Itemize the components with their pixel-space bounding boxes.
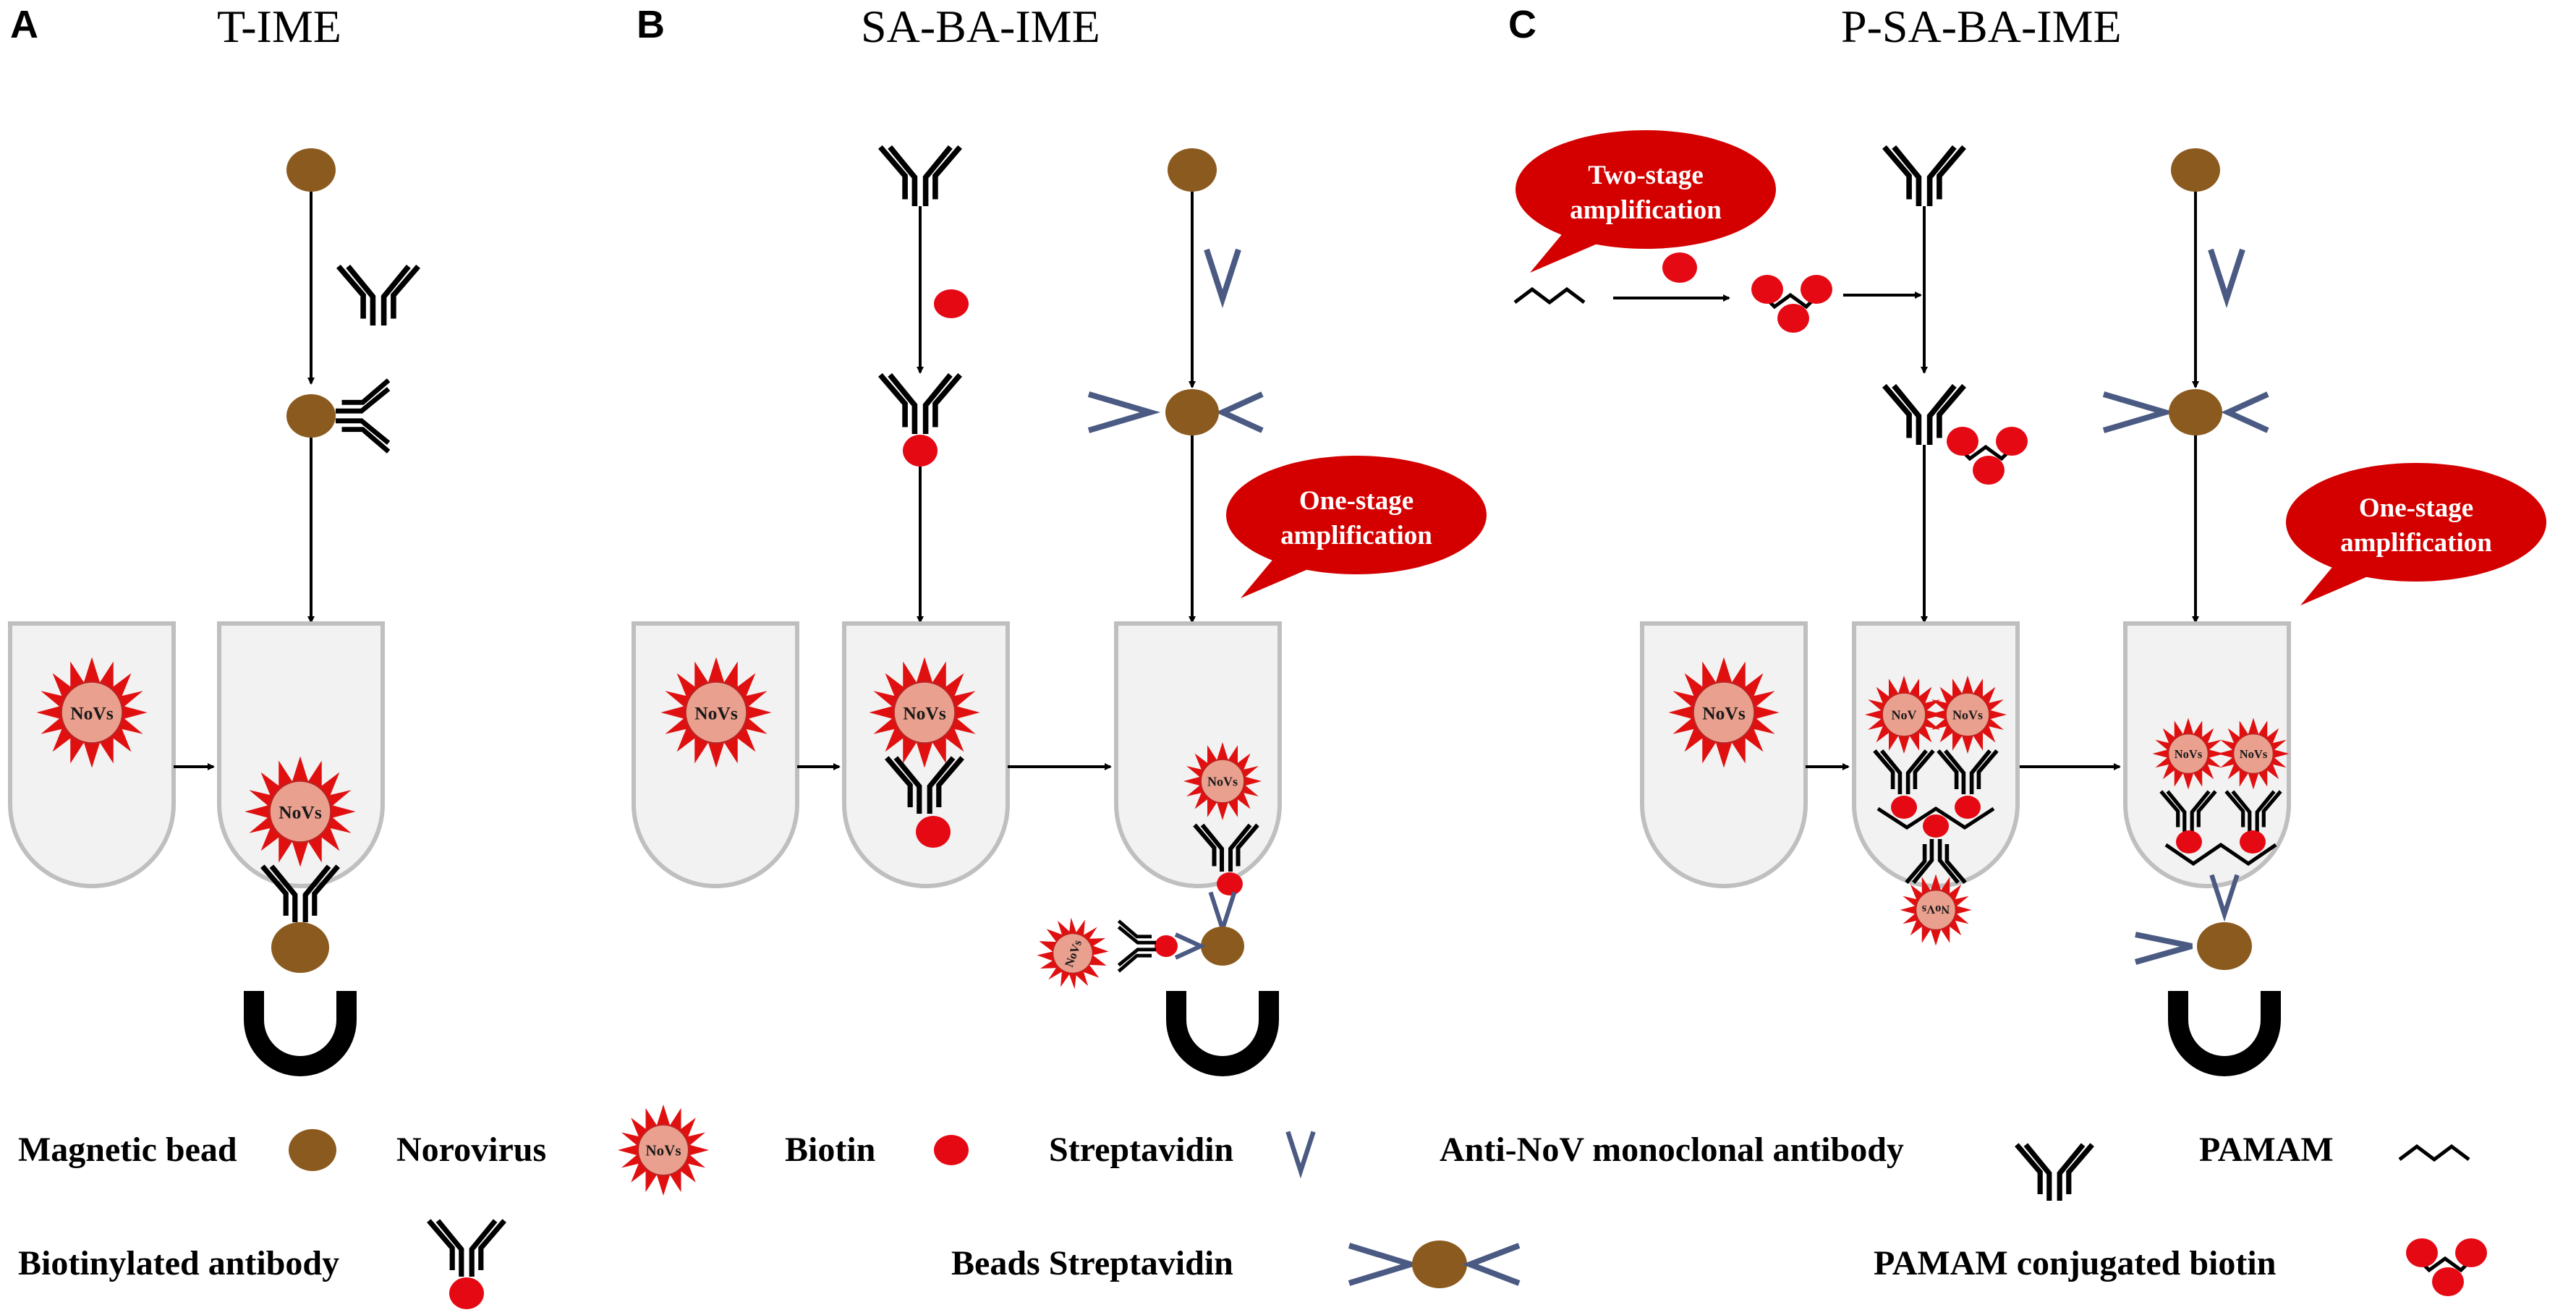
biotin-icon — [1155, 935, 1178, 957]
streptavidin-icon — [1215, 391, 1264, 433]
magnet-icon — [244, 991, 357, 1076]
panel-c: Two-stage amplification — [1515, 130, 2546, 1076]
legend-pamam-biotin-label: PAMAM conjugated biotin — [1874, 1244, 2276, 1282]
magnetic-bead-icon — [271, 922, 329, 973]
bubble-line-2: amplification — [1570, 195, 1722, 225]
norovirus-label: NoVs — [279, 801, 322, 822]
anti-nov-antibody-icon — [2017, 1145, 2092, 1201]
magnetic-bead-icon — [1412, 1240, 1467, 1288]
bubble-line-2: amplification — [1280, 521, 1432, 550]
biotinylated-antibody-icon — [880, 375, 960, 434]
pamam-biotin-icon — [1876, 796, 1995, 838]
antibody-icon — [1884, 147, 1964, 206]
streptavidin-icon — [1087, 391, 1161, 433]
test-tube — [1116, 624, 1280, 886]
streptavidin-icon — [1211, 893, 1235, 929]
magnet-icon — [2168, 991, 2281, 1076]
pamam-biotin-icon — [2406, 1238, 2487, 1296]
legend-anti-nov-label: Anti-NoV monoclonal antibody — [1440, 1131, 1904, 1169]
panel-b: One-stage amplification NoVs NoVs NoVs — [634, 147, 1487, 1076]
antibody-icon — [336, 380, 388, 452]
magnet-icon — [1166, 991, 1279, 1076]
legend-magnetic-bead-label: Magnetic bead — [18, 1131, 237, 1169]
antibody-icon — [339, 266, 418, 325]
streptavidin-icon — [2211, 250, 2243, 299]
magnetic-bead-icon — [289, 1129, 336, 1171]
streptavidin-icon — [2134, 932, 2193, 965]
streptavidin-icon — [1348, 1243, 1421, 1286]
panel-b-title: SA-BA-IME — [861, 1, 1100, 52]
norovirus-label: NoVs — [903, 702, 946, 723]
biotin-icon — [449, 1277, 484, 1309]
legend: Magnetic bead Norovirus NoVs Biotin Stre… — [18, 1103, 2487, 1309]
streptavidin-icon — [1174, 932, 1207, 960]
biotin-icon — [903, 435, 938, 467]
panel-c-letter: C — [1508, 3, 1536, 46]
biotinylated-antibody-icon — [1118, 921, 1156, 971]
magnetic-bead-icon — [2169, 389, 2222, 435]
legend-biotin-label: Biotin — [785, 1131, 875, 1169]
streptavidin-icon — [1461, 1243, 1521, 1286]
biotin-icon — [934, 1135, 969, 1165]
pamam-biotin-icon — [1751, 275, 1832, 333]
bubble-line-2: amplification — [2340, 528, 2492, 558]
bubble-line-1: One-stage — [2359, 493, 2473, 523]
panel-a-letter: A — [10, 3, 38, 46]
bubble-line-1: One-stage — [1299, 486, 1414, 516]
magnetic-bead-icon — [2197, 922, 2252, 970]
norovirus-label: NoVs — [1952, 708, 1983, 723]
norovirus-label: NoVs — [694, 702, 738, 723]
norovirus-label: NoVs — [1702, 702, 1746, 723]
norovirus-label: NoVs — [2175, 747, 2203, 761]
one-stage-bubble: One-stage amplification — [2286, 463, 2546, 605]
biotin-icon — [1217, 872, 1243, 895]
panel-b-letter: B — [637, 3, 665, 46]
panel-c-title: P-SA-BA-IME — [1841, 1, 2122, 52]
streptavidin-icon — [2221, 391, 2269, 433]
one-stage-bubble: One-stage amplification — [1226, 456, 1487, 598]
magnetic-bead-icon — [2171, 148, 2220, 192]
norovirus-label: NoVs — [645, 1142, 681, 1159]
biotin-icon — [934, 289, 969, 318]
biotin-icon — [1662, 252, 1697, 283]
pamam-icon — [2399, 1146, 2469, 1159]
norovirus-label: NoVs — [70, 702, 114, 723]
legend-norovirus-label: Norovirus — [396, 1131, 546, 1169]
norovirus-label: NoV — [1892, 708, 1917, 723]
pamam-biotin-icon — [1947, 427, 2028, 485]
streptavidin-icon — [2102, 391, 2176, 433]
magnetic-bead-icon — [1168, 148, 1217, 192]
streptavidin-icon — [1288, 1132, 1313, 1171]
bubble-line-1: Two-stage — [1588, 161, 1704, 190]
biotin-icon — [916, 816, 951, 848]
legend-streptavidin-label: Streptavidin — [1049, 1131, 1233, 1169]
biotinylated-antibody-icon — [429, 1221, 504, 1277]
magnetic-bead-icon — [286, 394, 336, 438]
legend-pamam-label: PAMAM — [2199, 1131, 2334, 1169]
magnetic-bead-icon — [1165, 389, 1219, 435]
norovirus-label: NoVs — [2240, 747, 2268, 761]
legend-beads-streptavidin-label: Beads Streptavidin — [951, 1244, 1233, 1282]
magnetic-bead-icon — [1201, 927, 1244, 966]
panel-a: NoVs NoVs — [10, 148, 418, 1076]
streptavidin-icon — [1207, 250, 1238, 299]
magnetic-bead-icon — [286, 148, 336, 192]
norovirus-label: NoVs — [1207, 775, 1238, 789]
norovirus-label: NoVs — [1921, 903, 1950, 916]
legend-biotinylated-antibody-label: Biotinylated antibody — [18, 1244, 339, 1282]
pamam-biotin-icon — [2164, 830, 2277, 867]
panel-a-title: T-IME — [217, 1, 341, 52]
pamam-icon — [1515, 289, 1584, 302]
two-stage-bubble: Two-stage amplification — [1516, 130, 1776, 273]
antibody-icon — [880, 147, 960, 206]
